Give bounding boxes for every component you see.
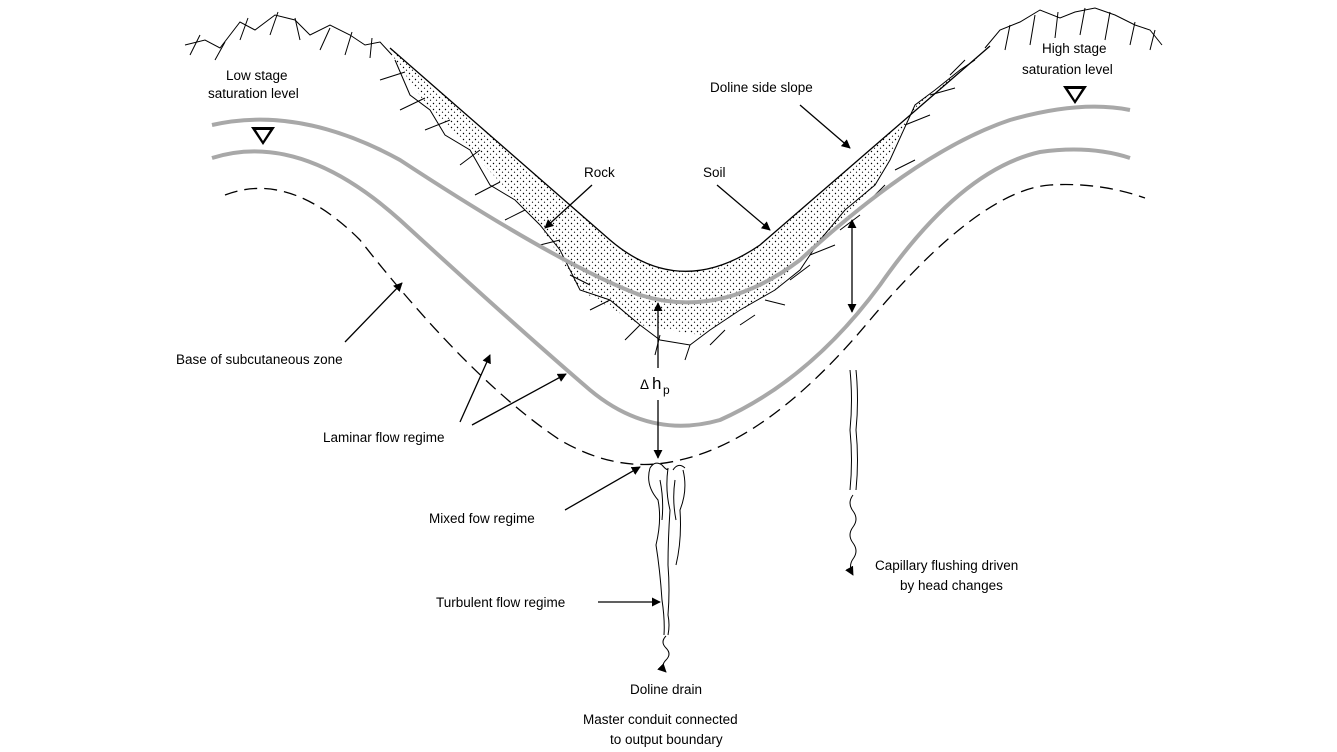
high-stage-marker-icon [1063, 86, 1087, 104]
capillary-channel [849, 369, 858, 491]
base-subcutaneous-label: Base of subcutaneous zone [176, 352, 343, 367]
head-p-subscript: p [663, 383, 670, 397]
doline-drain-squiggle [657, 635, 670, 673]
rock-boundary [394, 59, 976, 346]
rock-arrow [544, 184, 593, 229]
high-stage-label-1: High stage [1042, 41, 1107, 56]
mixed-flow-arrow [564, 466, 641, 511]
laminar-arrow-2 [471, 373, 567, 426]
master-conduit-label-2: to output boundary [610, 732, 723, 747]
mixed-flow-label: Mixed fow regime [429, 511, 535, 526]
doline-drain-label: Doline drain [630, 682, 702, 697]
rock-crest-right-ticks [1004, 7, 1156, 51]
low-stage-band-upper [211, 104, 1131, 305]
soil-arrow [716, 184, 771, 231]
turbulent-flow-label: Turbulent flow regime [436, 595, 565, 610]
laminar-arrow-1 [459, 354, 491, 423]
low-stage-label-1: Low stage [226, 68, 288, 83]
soil-layer [390, 46, 990, 335]
doline-side-slope-label: Doline side slope [710, 80, 813, 95]
conduit-bundle [648, 462, 686, 636]
rock-crest-right [984, 7, 1163, 49]
capillary-label-1: Capillary flushing driven [875, 558, 1018, 573]
low-stage-marker-icon [251, 127, 275, 145]
ground-surface [389, 45, 991, 272]
head-h-label: h [652, 374, 661, 393]
laminar-flow-label: Laminar flow regime [323, 430, 445, 445]
base-subcutaneous-arrow [344, 282, 403, 343]
high-stage-label-2: saturation level [1022, 62, 1113, 77]
low-stage-band-lower [211, 147, 1131, 428]
low-stage-label-2: saturation level [208, 86, 299, 101]
rock-crest-left-ticks [189, 11, 373, 61]
capillary-label-2: by head changes [900, 578, 1003, 593]
delta-symbol: Δ [640, 377, 649, 392]
capillary-squiggle [845, 494, 857, 576]
soil-label: Soil [703, 165, 726, 180]
subcutaneous-base-line [224, 183, 1146, 466]
rock-crest-left [184, 14, 393, 56]
master-conduit-label-1: Master conduit connected [583, 712, 738, 727]
rock-label: Rock [584, 165, 615, 180]
doline-side-slope-arrow [799, 104, 851, 149]
